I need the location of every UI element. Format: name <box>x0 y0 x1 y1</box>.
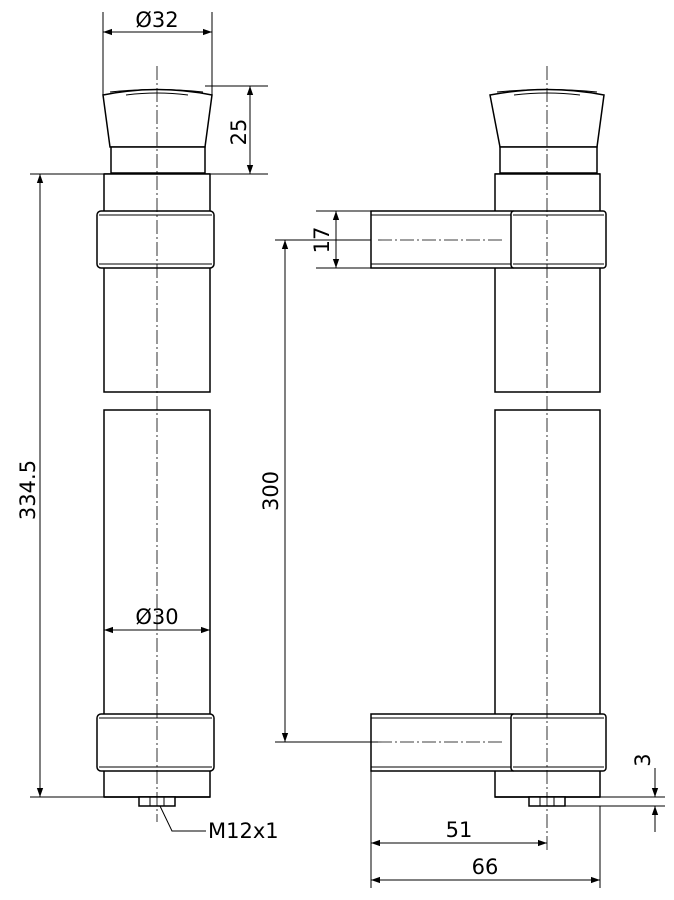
upper-arm <box>370 210 514 269</box>
dim-diameter-cap: Ø32 <box>135 8 178 32</box>
front-view-dimensions: Ø32 25 334.5 Ø30 M12x1 <box>16 8 279 843</box>
dim-small-offset: 3 <box>631 753 655 766</box>
lower-arm <box>370 713 514 772</box>
side-view-dimensions: 17 300 3 51 66 <box>259 210 665 888</box>
thread-label: M12x1 <box>208 819 279 843</box>
dim-center-reach: 51 <box>446 818 473 842</box>
front-view <box>96 66 215 822</box>
dim-diameter-tube: Ø30 <box>135 605 178 629</box>
upper-collar <box>96 210 215 269</box>
cap-head <box>102 88 213 148</box>
dim-overall-length: 334.5 <box>16 460 40 520</box>
cap-neck <box>110 146 206 174</box>
lower-collar <box>96 713 215 772</box>
upper-arm-collar <box>510 210 607 269</box>
dim-cap-height: 25 <box>227 119 251 146</box>
dim-arm-spacing: 300 <box>259 471 283 511</box>
lower-arm-collar <box>510 713 607 772</box>
side-cap-neck <box>499 146 598 174</box>
dim-overall-reach: 66 <box>472 855 499 879</box>
side-view <box>370 66 607 850</box>
side-upper-tube <box>494 173 601 393</box>
